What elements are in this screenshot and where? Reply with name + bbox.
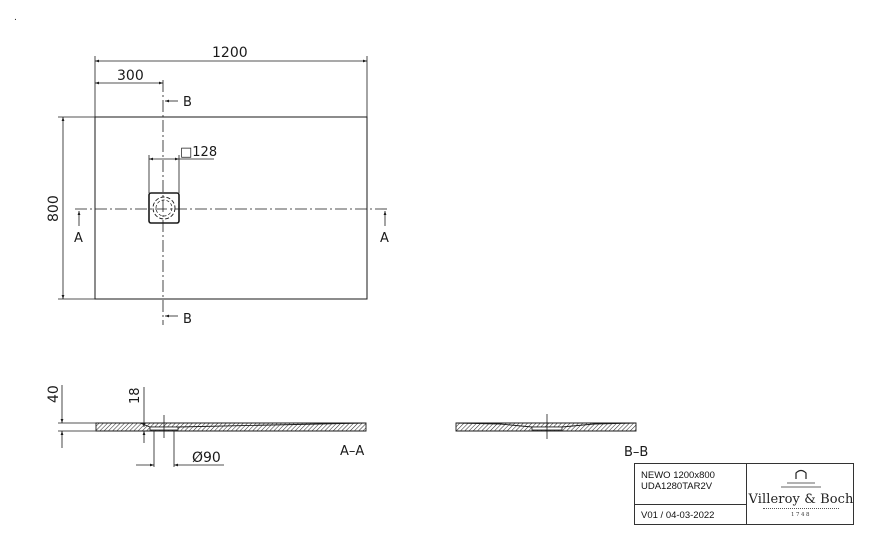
section-a-right-label: A: [380, 231, 389, 246]
section-bb: [455, 414, 637, 439]
fountain-logo-icon: [781, 469, 821, 488]
height-dimension-label: 40: [46, 385, 62, 403]
title-block: NEWO 1200x800 UDA1280TAR2V V01 / 04-03-2…: [634, 463, 854, 525]
brand-name: Villeroy & Boch: [748, 492, 854, 507]
depth-dimension-label: 800: [46, 195, 62, 222]
shower-tray-outline: [94, 116, 368, 300]
drain-diameter-dimension-label: Ø90: [192, 450, 221, 466]
section-aa: [58, 385, 367, 467]
width-dimension-label: 1200: [212, 45, 248, 61]
brand-year: 1748: [791, 512, 811, 518]
product-line-1: NEWO 1200x800: [641, 470, 715, 481]
section-aa-label: A–A: [340, 444, 364, 459]
drain-size-dimension-label: □128: [180, 145, 217, 160]
drain-circle: [152, 196, 176, 220]
corner-mark: .: [14, 13, 17, 23]
brand-logo: Villeroy & Boch 1748: [747, 464, 855, 524]
drain-square: [148, 192, 180, 224]
brand-divider: [763, 508, 839, 509]
section-b-bottom-label: B: [183, 312, 192, 327]
drain-depth-dimension-label: 18: [128, 387, 143, 404]
section-a-left-label: A: [74, 231, 83, 246]
section-b-top-label: B: [183, 95, 192, 110]
section-bb-label: B–B: [624, 445, 648, 460]
product-name: NEWO 1200x800 UDA1280TAR2V: [641, 470, 715, 492]
title-block-info: NEWO 1200x800 UDA1280TAR2V V01 / 04-03-2…: [635, 464, 747, 524]
version-date: V01 / 04-03-2022: [635, 504, 746, 525]
drain-offset-dimension-label: 300: [117, 68, 144, 84]
product-line-2: UDA1280TAR2V: [641, 481, 713, 492]
plan-view: [58, 56, 390, 325]
